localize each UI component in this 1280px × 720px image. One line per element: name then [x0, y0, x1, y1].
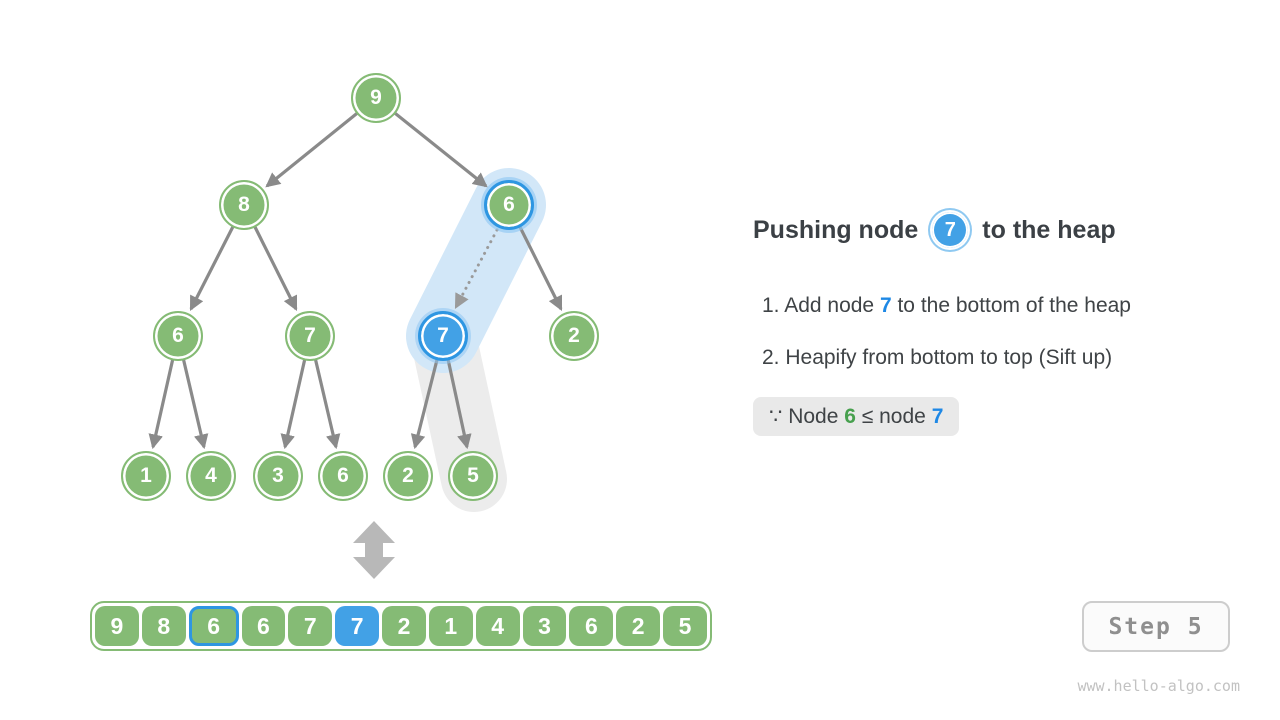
array-cell: 3	[522, 606, 567, 646]
title-suffix: to the heap	[982, 215, 1116, 244]
note-green-value: 6	[844, 405, 856, 428]
array-cell: 1	[428, 606, 473, 646]
array-cell: 8	[141, 606, 186, 646]
updown-arrow-icon	[353, 521, 395, 579]
instruction-step-1: 1. Add node 7 to the bottom of the heap	[762, 294, 1131, 318]
tree-node-inserted: 7	[418, 311, 468, 361]
title-prefix: Pushing node	[753, 215, 919, 244]
note-text-2: ≤ node	[855, 405, 932, 428]
instruction-step-2: 2. Heapify from bottom to top (Sift up)	[762, 346, 1112, 370]
tree-node: 8	[219, 180, 269, 230]
node-badge: 7	[932, 212, 969, 248]
array-cell-swap-parent: 6	[188, 606, 239, 646]
tree-node: 6	[153, 311, 203, 361]
tree-node: 2	[383, 451, 433, 501]
step-indicator: Step 5	[1082, 601, 1230, 652]
array-cell: 4	[475, 606, 520, 646]
array-cell: 2	[616, 606, 661, 646]
website-watermark: www.hello-algo.com	[1077, 677, 1240, 695]
tree-node: 9	[351, 73, 401, 123]
note-text: Node	[782, 405, 845, 428]
heap-array: 9 8 6 6 7 7 2 1 4 3 6 2 5	[90, 601, 712, 651]
tree-node: 2	[549, 311, 599, 361]
swap-dotted-arrow	[454, 228, 499, 309]
tree-node: 6	[318, 451, 368, 501]
because-symbol: ∵	[769, 405, 783, 428]
array-cell: 2	[382, 606, 426, 646]
array-cell: 9	[95, 606, 139, 646]
step1-text-suffix: to the bottom of the heap	[891, 294, 1131, 317]
tree-node-swap-parent: 6	[484, 180, 534, 230]
array-cell-inserted: 7	[335, 606, 380, 646]
tree-node: 1	[121, 451, 171, 501]
condition-note: ∵ Node 6 ≤ node 7	[753, 397, 960, 436]
array-cell: 6	[241, 606, 286, 646]
tree-node: 3	[253, 451, 303, 501]
array-cell: 7	[288, 606, 333, 646]
array-cell: 5	[663, 606, 707, 646]
tree-node: 5	[448, 451, 498, 501]
array-cell: 6	[569, 606, 614, 646]
step1-highlight: 7	[879, 294, 892, 317]
panel-title: Pushing node 7 to the heap	[753, 212, 1116, 248]
tree-node: 4	[186, 451, 236, 501]
tree-node: 7	[285, 311, 335, 361]
step1-text: 1. Add node	[762, 294, 880, 317]
note-blue-value: 7	[931, 405, 944, 428]
step2-text: 2. Heapify from bottom to top (Sift up)	[762, 346, 1113, 369]
